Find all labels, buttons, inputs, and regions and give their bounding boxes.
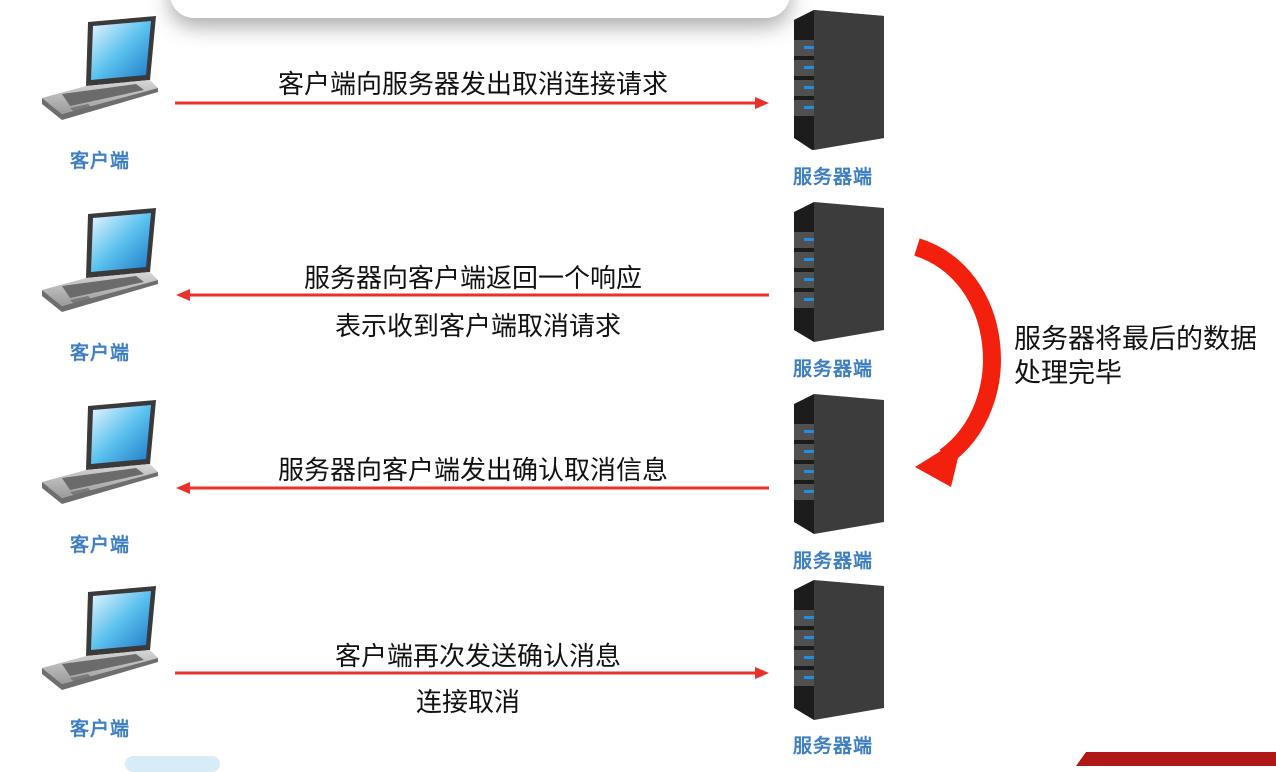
laptop-icon (42, 586, 158, 690)
client-label: 客户端 (70, 343, 131, 364)
server-icon (794, 10, 884, 150)
step1-message: 客户端向服务器发出取消连接请求 (277, 69, 668, 99)
server-icon (794, 394, 884, 534)
server-label: 服务器端 (793, 359, 874, 380)
step2-message-line1: 服务器向客户端返回一个响应 (303, 263, 642, 293)
server-icon (794, 202, 884, 342)
client-label: 客户端 (70, 151, 131, 172)
processing-curve-arrow (913, 238, 1001, 487)
note-line2: 处理完毕 (1014, 358, 1122, 388)
step2-arrow (176, 289, 769, 301)
corner-banner (1076, 752, 1276, 766)
laptop-icon (42, 16, 158, 120)
step3-message: 服务器向客户端发出确认取消信息 (277, 455, 668, 485)
step1-arrow (175, 97, 769, 109)
client-label: 客户端 (70, 719, 131, 740)
step4-message-line1: 客户端再次发送确认消息 (334, 641, 621, 671)
cloud-decoration (125, 756, 220, 772)
laptop-icon (42, 400, 158, 504)
note-line1: 服务器将最后的数据 (1014, 324, 1257, 354)
step3-arrow (176, 482, 769, 494)
processing-note: 服务器将最后的数据 处理完毕 (1014, 322, 1257, 390)
top-shadow-decoration (170, 0, 790, 18)
server-label: 服务器端 (793, 736, 874, 757)
server-icon (794, 580, 884, 720)
server-label: 服务器端 (793, 167, 874, 188)
step4-message-line2: 连接取消 (415, 687, 520, 717)
client-label: 客户端 (70, 535, 131, 556)
step4-arrow (175, 667, 769, 679)
server-label: 服务器端 (793, 551, 874, 572)
step2-message-line2: 表示收到客户端取消请求 (334, 311, 621, 341)
laptop-icon (42, 208, 158, 312)
